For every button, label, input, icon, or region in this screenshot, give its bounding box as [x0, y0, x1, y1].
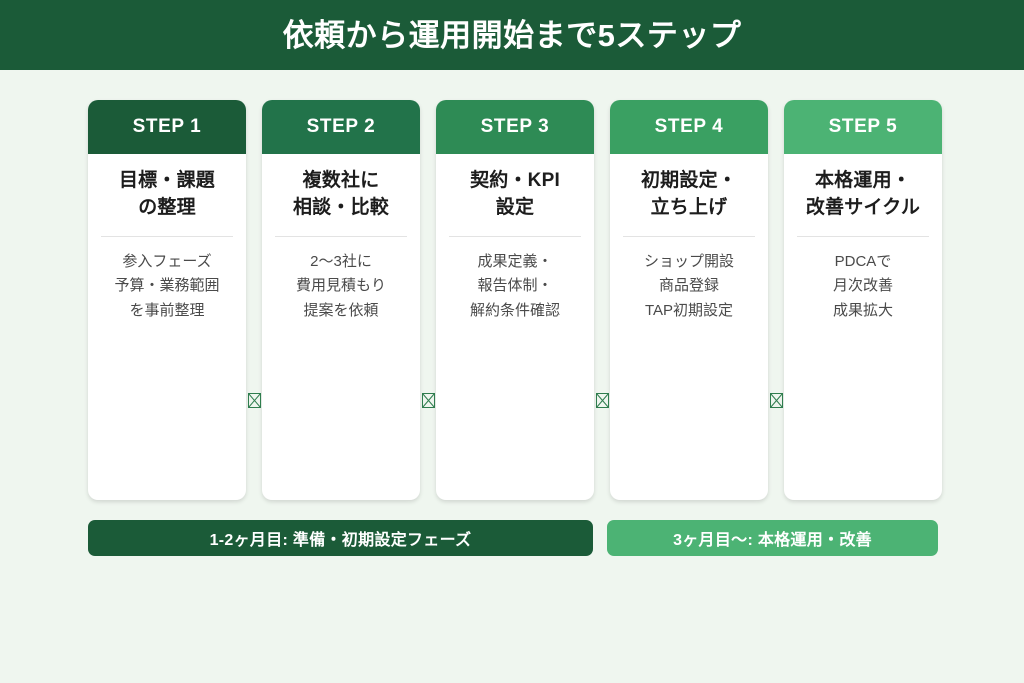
step-body-1: 目標・課題 の整理 参入フェーズ 予算・業務範囲 を事前整理: [88, 154, 246, 500]
step-description-4: ショップ開設 商品登録 TAP初期設定: [643, 252, 734, 319]
missing-glyph-box-icon: [595, 392, 609, 408]
step-connector-1-2: [246, 100, 262, 500]
phase-bar-preparation: 1-2ヶ月目: 準備・初期設定フェーズ: [88, 520, 593, 556]
step-divider-4: [623, 235, 755, 237]
step-connector-4-5: [768, 100, 784, 500]
missing-glyph-box-icon: [769, 392, 783, 408]
steps-container: STEP 1 目標・課題 の整理 参入フェーズ 予算・業務範囲 を事前整理 ST…: [88, 100, 942, 500]
step-description-1: 参入フェーズ 予算・業務範囲 を事前整理: [114, 252, 220, 319]
step-badge-2: STEP 2: [262, 100, 420, 154]
step-description-3: 成果定義・ 報告体制・ 解約条件確認: [469, 252, 560, 319]
missing-glyph-box-icon: [421, 392, 435, 408]
step-divider-3: [449, 235, 581, 237]
page-header: 依頼から運用開始まで5ステップ: [0, 0, 1024, 70]
step-card-2[interactable]: STEP 2 複数社に 相談・比較 2〜3社に 費用見積もり 提案を依頼: [262, 100, 420, 500]
step-divider-2: [275, 235, 407, 237]
phase-bars: 1-2ヶ月目: 準備・初期設定フェーズ 3ヶ月目〜: 本格運用・改善: [88, 520, 938, 556]
step-body-2: 複数社に 相談・比較 2〜3社に 費用見積もり 提案を依頼: [262, 154, 420, 500]
step-badge-1: STEP 1: [88, 100, 246, 154]
step-connector-2-3: [420, 100, 436, 500]
step-title-1: 目標・課題 の整理: [118, 170, 215, 218]
step-badge-4: STEP 4: [610, 100, 768, 154]
step-card-4[interactable]: STEP 4 初期設定・ 立ち上げ ショップ開設 商品登録 TAP初期設定: [610, 100, 768, 500]
step-title-3: 契約・KPI 設定: [470, 170, 560, 218]
step-title-4: 初期設定・ 立ち上げ: [640, 170, 737, 218]
phase-bar-operation: 3ヶ月目〜: 本格運用・改善: [607, 520, 938, 556]
step-badge-3: STEP 3: [436, 100, 594, 154]
step-card-5[interactable]: STEP 5 本格運用・ 改善サイクル PDCAで 月次改善 成果拡大: [784, 100, 942, 500]
step-divider-5: [797, 235, 929, 237]
step-divider-1: [101, 235, 233, 237]
missing-glyph-box-icon: [247, 392, 261, 408]
step-title-5: 本格運用・ 改善サイクル: [805, 170, 921, 218]
page-title: 依頼から運用開始まで5ステップ: [282, 17, 742, 53]
step-title-2: 複数社に 相談・比較: [292, 170, 389, 218]
step-card-1[interactable]: STEP 1 目標・課題 の整理 参入フェーズ 予算・業務範囲 を事前整理: [88, 100, 246, 500]
step-body-3: 契約・KPI 設定 成果定義・ 報告体制・ 解約条件確認: [436, 154, 594, 500]
step-body-4: 初期設定・ 立ち上げ ショップ開設 商品登録 TAP初期設定: [610, 154, 768, 500]
step-connector-3-4: [594, 100, 610, 500]
step-description-5: PDCAで 月次改善 成果拡大: [832, 252, 893, 319]
step-description-2: 2〜3社に 費用見積もり 提案を依頼: [295, 252, 386, 319]
step-card-3[interactable]: STEP 3 契約・KPI 設定 成果定義・ 報告体制・ 解約条件確認: [436, 100, 594, 500]
step-badge-5: STEP 5: [784, 100, 942, 154]
step-body-5: 本格運用・ 改善サイクル PDCAで 月次改善 成果拡大: [784, 154, 942, 500]
